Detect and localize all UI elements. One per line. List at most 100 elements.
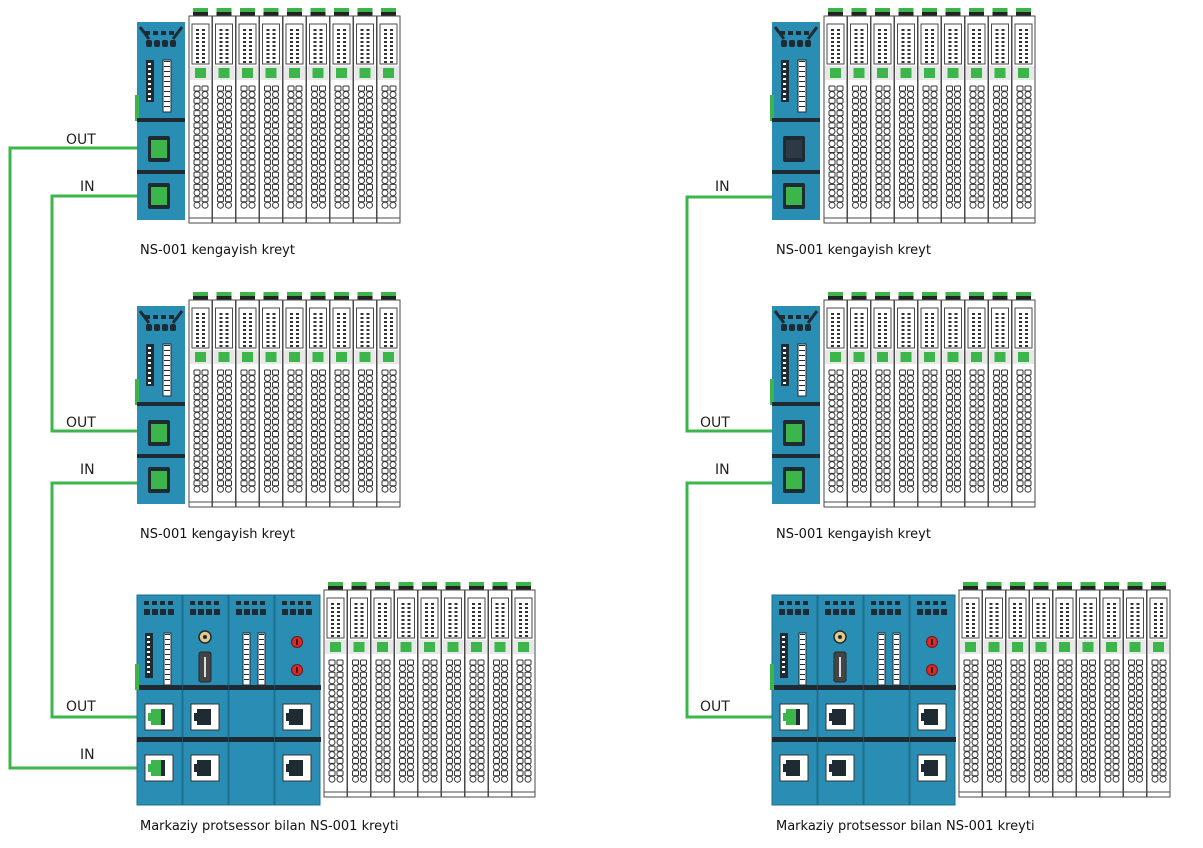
pin — [1019, 33, 1022, 35]
terminal-hole — [993, 91, 1000, 98]
terminal-release — [352, 721, 359, 727]
terminal-release — [217, 369, 224, 376]
terminal-release — [899, 480, 906, 487]
terminal-hole — [193, 461, 201, 469]
terminal-hole — [295, 189, 303, 197]
pin — [901, 53, 905, 55]
rj45-jack — [829, 709, 846, 725]
io-status-led — [971, 68, 982, 78]
terminal-hole — [287, 189, 295, 197]
terminal-release — [358, 171, 365, 178]
terminal-hole — [422, 763, 430, 771]
terminal-release — [1010, 745, 1018, 752]
pin — [366, 45, 370, 47]
io-top-tab — [969, 292, 984, 296]
terminal-hole — [342, 91, 350, 98]
dip — [147, 671, 150, 673]
vent — [833, 601, 838, 605]
terminal-hole — [248, 411, 256, 419]
pin — [384, 41, 387, 43]
terminal-release — [836, 467, 844, 474]
terminal-hole — [407, 775, 414, 783]
terminal-hole — [240, 115, 248, 123]
pin — [1042, 631, 1046, 633]
io-status-led — [1018, 352, 1029, 362]
terminal-hole — [954, 140, 961, 148]
pin — [884, 337, 887, 339]
rj45-jack — [148, 709, 165, 725]
pin — [1089, 627, 1093, 629]
terminal-hole — [217, 140, 224, 148]
terminal-release — [328, 721, 336, 727]
io-connector — [262, 307, 280, 349]
pin — [290, 345, 293, 347]
terminal-release — [828, 134, 836, 141]
terminal-hole — [971, 665, 979, 672]
io-top-tab — [875, 8, 890, 12]
terminal-release — [360, 659, 367, 666]
terminal-release — [193, 196, 201, 203]
pin — [1001, 341, 1005, 343]
pin — [831, 333, 834, 335]
terminal-release — [360, 733, 367, 740]
terminal-release — [977, 134, 985, 141]
terminal-release — [1057, 684, 1065, 691]
dip — [782, 636, 785, 638]
terminal-hole — [193, 375, 201, 382]
pin — [401, 635, 405, 637]
terminal-release — [264, 369, 271, 376]
terminal-release — [381, 480, 389, 487]
pin — [948, 325, 952, 327]
terminal-release — [240, 147, 248, 153]
terminal-hole — [1034, 677, 1041, 685]
terminal-hole — [1010, 689, 1018, 697]
terminal-release — [860, 171, 867, 178]
terminal-release — [860, 455, 867, 462]
terminal-hole — [946, 375, 953, 382]
led-divider — [259, 659, 264, 660]
terminal-hole — [883, 485, 891, 493]
terminal-release — [1081, 733, 1088, 740]
pin — [313, 57, 317, 59]
led-divider — [259, 674, 264, 675]
terminal-hole — [1159, 689, 1167, 697]
terminal-release — [311, 196, 318, 203]
io-top-bar — [240, 12, 255, 16]
terminal-release — [1128, 684, 1135, 691]
terminal-hole — [352, 665, 359, 672]
pin — [978, 333, 981, 335]
vent — [190, 601, 195, 605]
led-divider — [799, 355, 805, 356]
terminal-hole — [836, 436, 844, 444]
terminal-hole — [328, 726, 336, 734]
terminal-hole — [217, 485, 224, 493]
pin — [384, 313, 387, 315]
pin — [837, 329, 840, 331]
terminal-hole — [899, 189, 906, 197]
terminal-release — [407, 733, 414, 740]
pin — [948, 317, 952, 319]
terminal-release — [1001, 196, 1008, 203]
io-bottom-rail — [394, 791, 418, 798]
pin — [495, 615, 499, 617]
led-divider — [164, 106, 170, 107]
terminal-release — [1010, 721, 1018, 727]
terminal-hole — [883, 399, 891, 407]
terminal-release — [383, 659, 391, 666]
terminal-release — [1016, 85, 1024, 92]
terminal-hole — [1128, 689, 1135, 697]
pin — [972, 49, 975, 51]
pin — [290, 57, 293, 59]
terminal-release — [264, 134, 271, 141]
pin — [219, 61, 223, 63]
pin — [837, 29, 840, 31]
terminal-release — [217, 159, 224, 166]
led-divider — [799, 86, 805, 87]
terminal-hole — [264, 177, 271, 185]
terminal-hole — [389, 164, 397, 172]
terminal-hole — [1159, 665, 1167, 672]
terminal-release — [946, 467, 953, 474]
terminal-release — [501, 696, 508, 703]
terminal-release — [922, 406, 930, 413]
pin — [296, 57, 299, 59]
